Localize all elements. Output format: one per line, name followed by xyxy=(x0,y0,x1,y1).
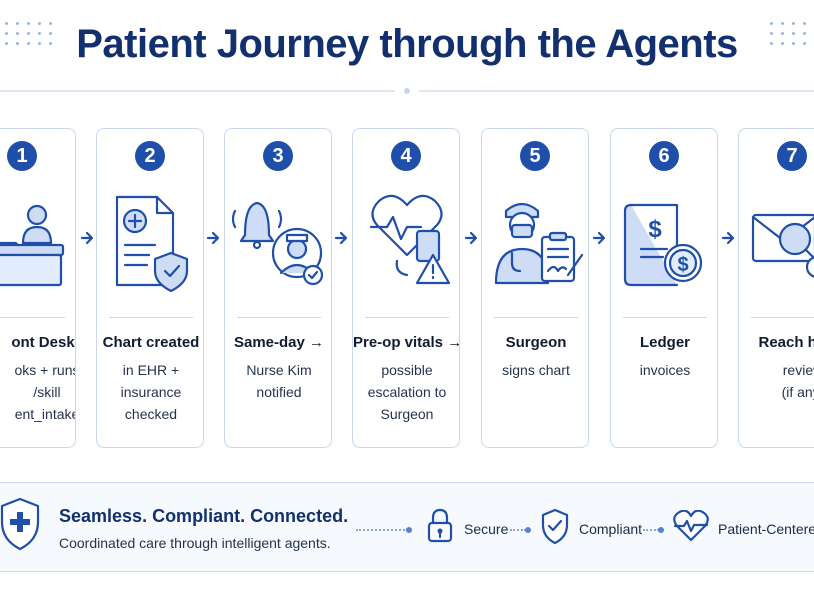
step-label: Pre-op vitals → xyxy=(353,334,460,351)
card-divider xyxy=(623,317,707,318)
card-divider xyxy=(494,317,578,318)
step-card-1: 1 ont Desk oks + runs /skill ent_intake xyxy=(0,128,76,448)
step-label: Chart created xyxy=(102,334,200,351)
card-divider xyxy=(751,317,814,318)
step-description: review (if any) xyxy=(781,362,814,400)
step-card-6: 6 $ $ Ledger invoices xyxy=(610,128,718,448)
step-card-5: 5 Surgeon signs chart xyxy=(481,128,589,448)
arrow-right-icon xyxy=(464,231,478,245)
svg-text:$: $ xyxy=(648,216,662,243)
card-divider xyxy=(237,317,321,318)
svg-text:$: $ xyxy=(677,254,688,276)
step-label: Same-day → xyxy=(233,334,325,351)
arrow-right-icon xyxy=(592,231,606,245)
decorative-dot-grid-right xyxy=(770,22,814,45)
step-card-3: 3 Same-day → Nurse Kim notified xyxy=(224,128,332,448)
shield-check-icon xyxy=(541,508,569,544)
dotted-connector xyxy=(356,529,408,531)
step-number-badge: 2 xyxy=(135,141,165,171)
badge-label-secure: Secure xyxy=(464,521,509,537)
decorative-dot-grid-left xyxy=(5,22,53,45)
card-divider xyxy=(365,317,449,318)
connector-dot xyxy=(658,527,664,533)
shield-plus-icon xyxy=(0,497,40,551)
step-label: Reach hand xyxy=(758,334,814,351)
step-label: ont Desk xyxy=(11,334,75,351)
footer-tagline: Seamless. Compliant. Connected. xyxy=(59,506,349,526)
arrow-right-icon xyxy=(80,231,94,245)
card-divider xyxy=(0,317,65,318)
step-number-badge: 3 xyxy=(263,141,293,171)
step-description: Nurse Kim notified xyxy=(246,362,312,400)
lock-icon xyxy=(427,508,453,543)
step-description: possible escalation to Surgeon xyxy=(367,362,447,422)
step-card-4: 4 Pre-op vitals → possible escalation to… xyxy=(352,128,460,448)
step-card-2: 2 Chart created in EHR + insurance check… xyxy=(96,128,204,448)
surgeon-clipboard-icon xyxy=(494,202,584,285)
step-description: in EHR + insurance checked xyxy=(120,362,182,422)
step-number-badge: 1 xyxy=(7,141,37,171)
step-number-badge: 6 xyxy=(649,141,679,171)
step-number-badge: 7 xyxy=(777,141,807,171)
footer-subtagline: Coordinated care through intelligent age… xyxy=(59,535,331,551)
heart-pulse-icon xyxy=(673,510,709,542)
arrow-right-icon xyxy=(206,231,220,245)
step-description: oks + runs /skill ent_intake xyxy=(14,362,76,422)
step-card-7: 7 Reach hand review (if any) xyxy=(738,128,814,448)
bell-nurse-icon xyxy=(231,201,324,286)
heart-vitals-alert-icon xyxy=(369,194,451,285)
step-label: Surgeon xyxy=(505,334,567,351)
ledger-invoice-icon: $ $ xyxy=(623,203,703,287)
step-label: Ledger xyxy=(639,334,690,351)
step-number-badge: 5 xyxy=(520,141,550,171)
page-title: Patient Journey through the Agents xyxy=(76,22,738,66)
step-description: signs chart xyxy=(502,362,570,378)
badge-label-patient-centered: Patient-Centered xyxy=(718,521,814,537)
arrow-right-icon xyxy=(721,231,735,245)
step-description: invoices xyxy=(639,362,691,378)
chart-document-icon xyxy=(115,195,189,293)
title-divider xyxy=(0,88,814,94)
card-divider xyxy=(109,317,193,318)
step-number-badge: 4 xyxy=(391,141,421,171)
dotted-connector xyxy=(510,529,526,531)
front-desk-icon xyxy=(0,204,65,287)
connector-dot xyxy=(406,527,412,533)
envelope-search-icon xyxy=(751,213,814,278)
badge-label-compliant: Compliant xyxy=(579,521,643,537)
arrow-right-icon xyxy=(334,231,348,245)
connector-dot xyxy=(525,527,531,533)
dotted-connector xyxy=(643,529,659,531)
